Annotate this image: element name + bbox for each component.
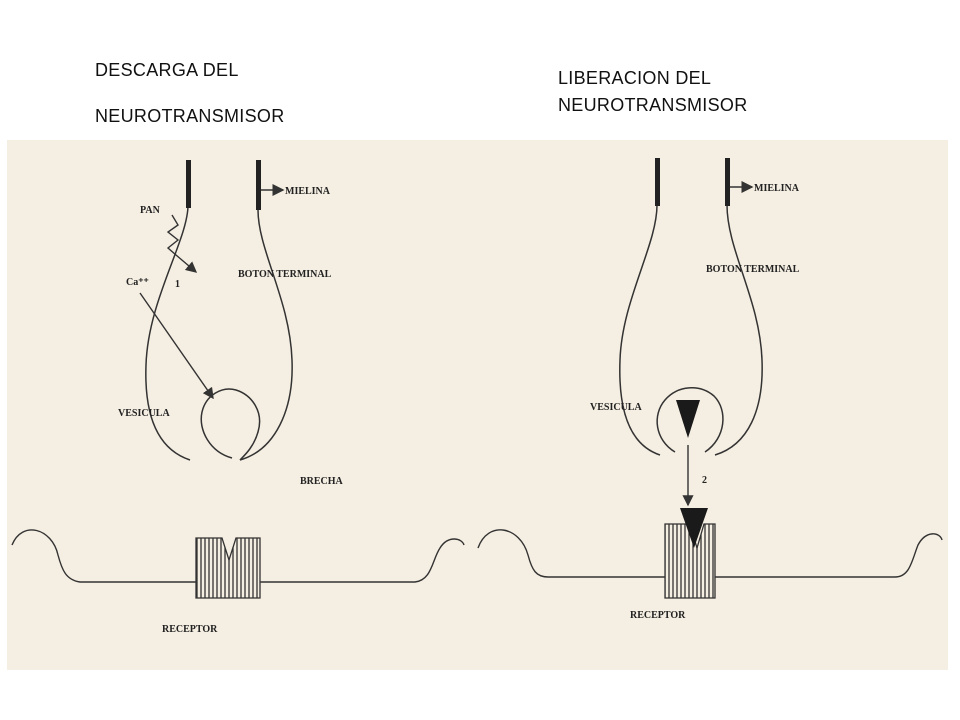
right-axon (619, 158, 763, 456)
right-boton-label: BOTON TERMINAL (706, 264, 800, 275)
left-step-1-label: 1 (175, 279, 180, 290)
left-pan-label: PAN (140, 205, 161, 216)
left-title-line1: DESCARGA DEL (95, 60, 239, 80)
left-myelin-segment-b (256, 160, 261, 210)
left-receptor-label: RECEPTOR (162, 624, 218, 635)
right-vesicula-label: VESICULA (590, 402, 642, 413)
left-vesicula-label: VESICULA (118, 408, 170, 419)
left-diagram: MIELINA PAN 1 Ca⁺⁺ BOTON TERMINAL VESICU… (11, 160, 465, 635)
left-pan-zigzag-arrow (166, 214, 198, 273)
right-myelin-segment-b (725, 158, 730, 206)
right-neurotransmitter-bound (680, 508, 708, 548)
right-title-line1: LIBERACION DEL (558, 68, 712, 88)
right-title-line2: NEUROTRANSMISOR (558, 95, 748, 115)
left-postsynaptic-membrane (11, 529, 465, 583)
left-axon (145, 160, 293, 461)
left-brecha-label: BRECHA (300, 476, 344, 487)
left-title-line2: NEUROTRANSMISOR (95, 106, 285, 126)
left-myelin-segment-a (186, 160, 191, 208)
left-calcium-label: Ca⁺⁺ (126, 277, 149, 288)
right-step-2-label: 2 (702, 475, 707, 486)
left-mielina-label: MIELINA (285, 186, 331, 197)
left-vesicle (200, 388, 261, 461)
right-diagram: MIELINA BOTON TERMINAL VESICULA 2 RECEPT… (477, 158, 943, 621)
left-calcium-arrow (139, 292, 214, 400)
right-neurotransmitter-in-vesicle (676, 400, 700, 438)
right-vesicle (656, 387, 724, 453)
left-boton-label: BOTON TERMINAL (238, 269, 332, 280)
right-mielina-label: MIELINA (754, 183, 800, 194)
right-myelin-segment-a (655, 158, 660, 206)
right-postsynaptic-membrane (477, 529, 943, 578)
right-receptor-label: RECEPTOR (630, 610, 686, 621)
left-receptor (195, 537, 261, 599)
